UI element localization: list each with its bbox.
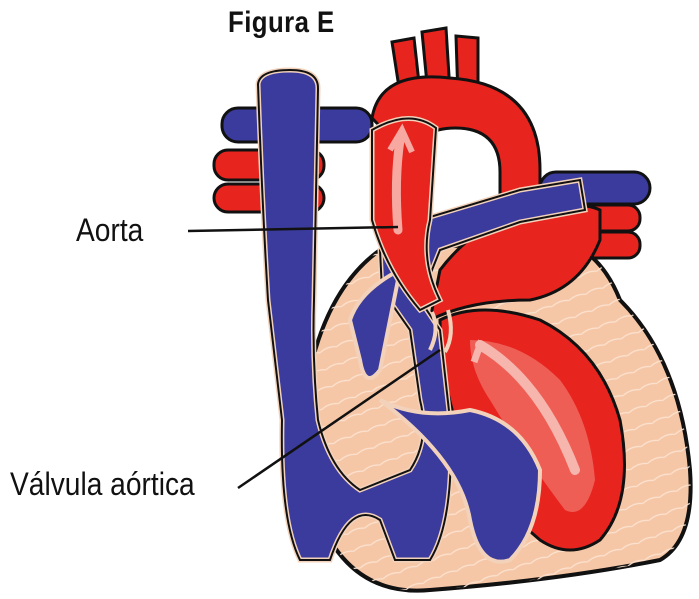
aorta-label: Aorta bbox=[76, 212, 143, 249]
aortic-valve-label: Válvula aórtica bbox=[10, 466, 195, 503]
figure-title: Figura E bbox=[228, 6, 335, 40]
